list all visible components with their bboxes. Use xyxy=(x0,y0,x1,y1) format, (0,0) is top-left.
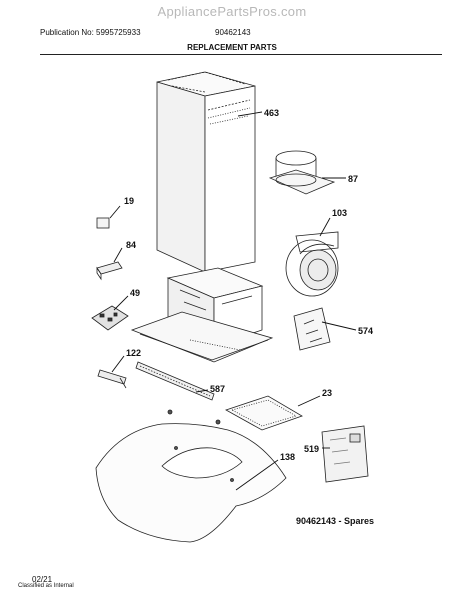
header-rule xyxy=(40,54,442,55)
part-519-literature xyxy=(321,425,369,483)
callout-122: 122 xyxy=(126,348,141,358)
page-title: REPLACEMENT PARTS xyxy=(187,43,277,52)
part-switch xyxy=(97,369,127,389)
part-19-block xyxy=(96,217,110,229)
callout-49: 49 xyxy=(130,288,140,298)
leader-lines xyxy=(109,111,357,491)
part-574-hardware-bag xyxy=(293,307,331,351)
part-motor-housing xyxy=(130,267,274,363)
footer-classification: Classified as Internal xyxy=(18,583,74,589)
part-filter xyxy=(225,395,303,431)
footer-date: 02/21 xyxy=(32,575,53,584)
callout-574: 574 xyxy=(358,326,373,336)
callout-23: 23 xyxy=(322,388,332,398)
spares-label: 90462143 - Spares xyxy=(296,516,375,526)
part-587-strip xyxy=(135,361,215,401)
watermark: AppliancePartsPros.com xyxy=(157,4,307,19)
callout-87: 87 xyxy=(348,174,358,184)
callout-19: 19 xyxy=(124,196,134,206)
part-control-board xyxy=(91,305,129,331)
callout-587: 587 xyxy=(210,384,225,394)
part-glass-canopy xyxy=(95,423,287,543)
model-number: 90462143 xyxy=(215,28,251,37)
callout-103: 103 xyxy=(332,208,347,218)
callout-138: 138 xyxy=(280,452,295,462)
part-blower-motor xyxy=(285,231,339,297)
part-chimney-duct xyxy=(156,71,256,273)
part-damper-collar xyxy=(268,150,336,195)
publication-number: Publication No: 5995725933 xyxy=(40,28,141,37)
callout-463: 463 xyxy=(264,108,279,118)
part-84-clip xyxy=(96,261,123,281)
callout-84: 84 xyxy=(126,240,136,250)
callout-519: 519 xyxy=(304,444,319,454)
